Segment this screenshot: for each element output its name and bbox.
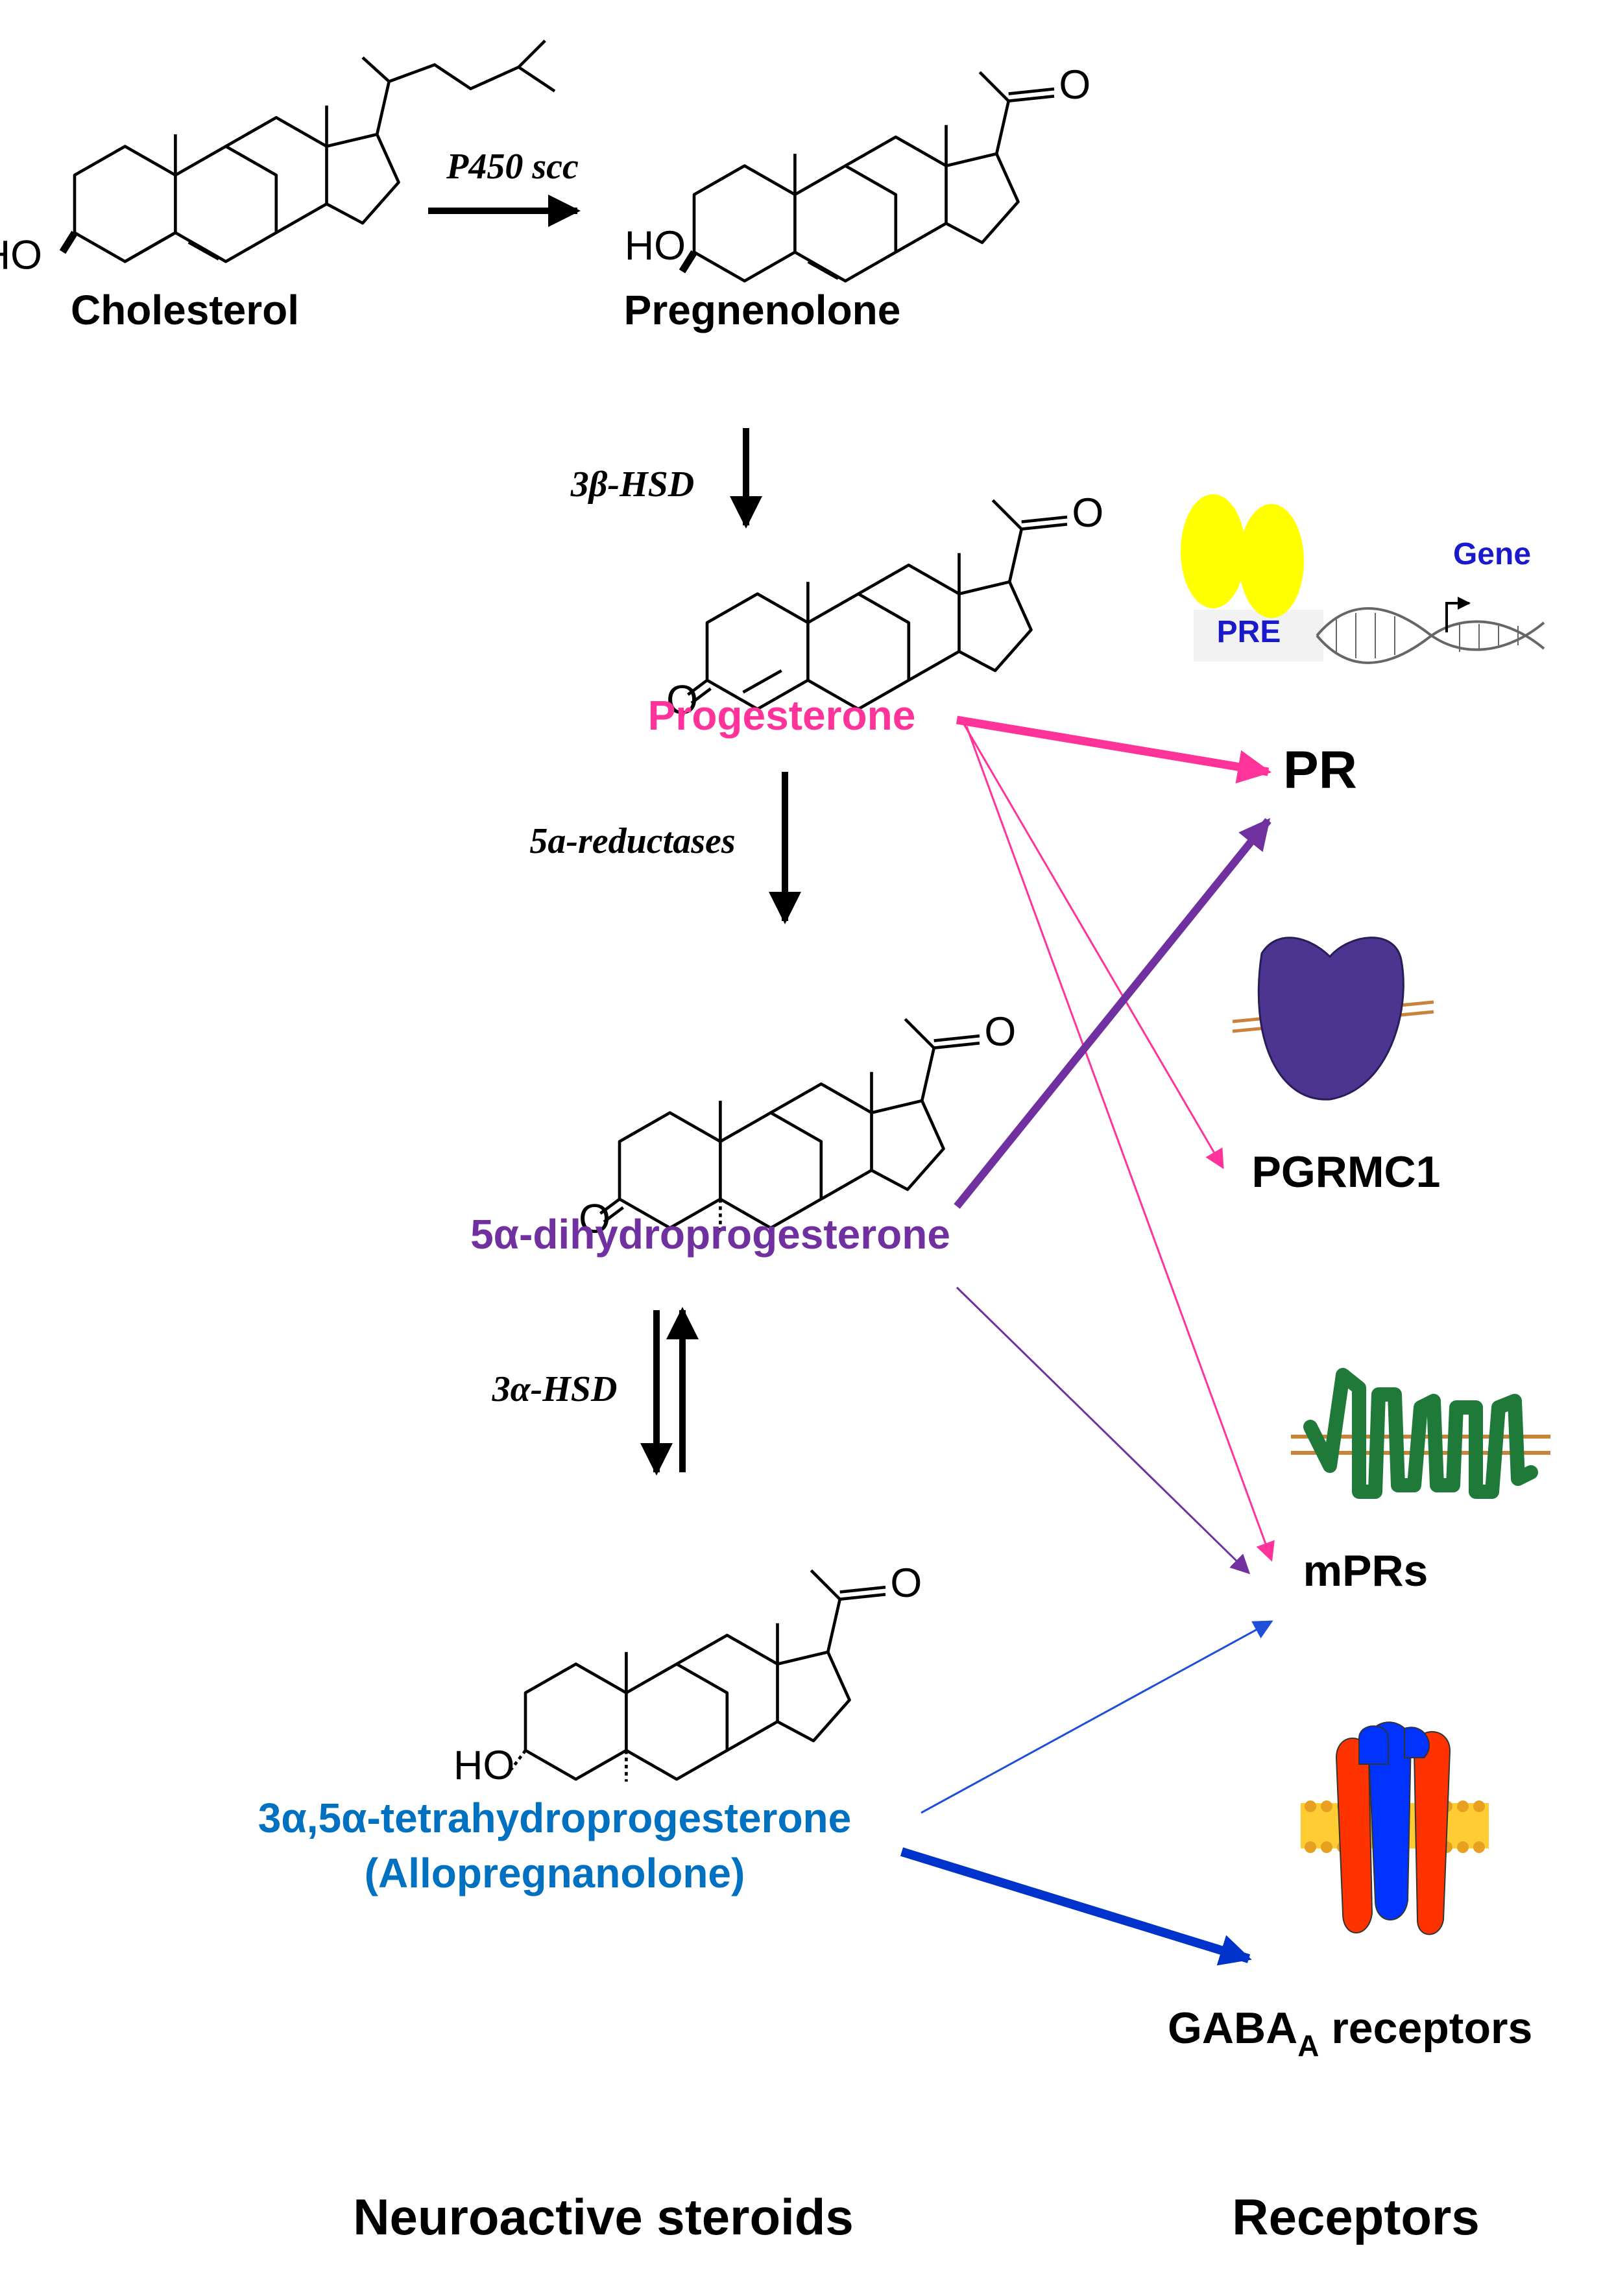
arrow-dhp-to-mprs bbox=[956, 1286, 1251, 1575]
cholesterol-structure: HO bbox=[0, 40, 556, 278]
dhp-structure: O O bbox=[579, 1009, 1016, 1242]
reductase-enzyme-label: 5a-reductases bbox=[529, 821, 735, 861]
mpr-protein-illustration bbox=[1291, 1368, 1550, 1499]
arrow-progesterone-to-mprs bbox=[965, 726, 1275, 1562]
dhp-o-label: O bbox=[984, 1009, 1016, 1055]
pregnenolone-o-label: O bbox=[1059, 62, 1090, 108]
pregnenolone-structure: HO O bbox=[625, 62, 1090, 281]
pre-label: PRE bbox=[1217, 615, 1281, 649]
progesterone-label: Progesterone bbox=[648, 692, 916, 739]
progesterone-structure: O O bbox=[666, 490, 1103, 723]
pr-monomer-left bbox=[1181, 494, 1246, 608]
allo-o-label: O bbox=[890, 1561, 922, 1606]
gabaa-label-subscript: A bbox=[1297, 2029, 1319, 2063]
svg-text:GABAA receptors: GABAA receptors bbox=[1168, 2003, 1532, 2063]
allo-label-line2: (Allopregnanolone) bbox=[365, 1850, 745, 1896]
arrow-allo-to-gabaa bbox=[900, 1847, 1252, 1966]
p450-enzyme-label: P450 scc bbox=[446, 147, 579, 187]
dhp-o-ring-label: O bbox=[579, 1197, 610, 1242]
allo-ho-label: HO bbox=[453, 1743, 514, 1788]
gene-label: Gene bbox=[1453, 537, 1531, 571]
progesterone-o-label: O bbox=[1072, 490, 1103, 536]
allo-label-line1: 3α,5α-tetrahydroprogesterone bbox=[258, 1795, 851, 1841]
hsd3b-enzyme-label: 3β-HSD bbox=[570, 464, 694, 505]
hsd3a-enzyme-label: 3α-HSD bbox=[492, 1369, 618, 1409]
pgrmc1-protein-illustration bbox=[1232, 937, 1434, 1101]
pr-dimer-illustration: PRE bbox=[1181, 494, 1323, 662]
cholesterol-label: Cholesterol bbox=[71, 287, 299, 333]
gabaa-label-tail: receptors bbox=[1319, 2003, 1532, 2053]
arrow-allo-to-mprs bbox=[921, 1620, 1273, 1814]
pregnenolone-label: Pregnenolone bbox=[624, 287, 901, 333]
pr-monomer-right bbox=[1239, 504, 1304, 618]
cholesterol-ho-label: HO bbox=[0, 232, 42, 278]
progesterone-o-ring-label: O bbox=[666, 678, 698, 723]
arrow-progesterone-to-pr bbox=[956, 715, 1272, 783]
gabaa-label: GABAA receptors bbox=[1168, 2003, 1532, 2063]
pgrmc1-label: PGRMC1 bbox=[1252, 1147, 1441, 1197]
gabaa-receptor-illustration bbox=[1301, 1721, 1489, 1935]
footer-neuroactive-steroids: Neuroactive steroids bbox=[353, 2188, 854, 2245]
mprs-label: mPRs bbox=[1303, 1546, 1428, 1596]
gabaa-label-main: GABA bbox=[1168, 2003, 1297, 2053]
pregnenolone-ho-label: HO bbox=[625, 223, 686, 269]
arrow-dhp-to-pr bbox=[954, 818, 1271, 1209]
dna-helix-icon bbox=[1316, 597, 1545, 664]
arrow-progesterone-to-pgrmc1 bbox=[962, 723, 1224, 1169]
dhp-label: 5α-dihydroprogesterone bbox=[470, 1211, 950, 1258]
footer-receptors: Receptors bbox=[1232, 2188, 1479, 2245]
pr-label: PR bbox=[1283, 741, 1357, 800]
allopregnanolone-structure: HO O bbox=[453, 1561, 922, 1788]
